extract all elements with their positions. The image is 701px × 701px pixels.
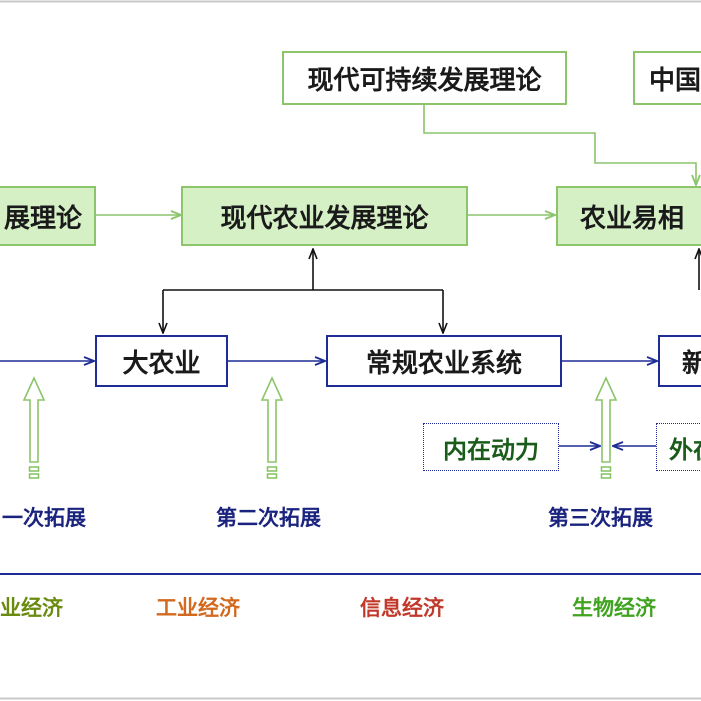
second-expansion-label: 第二次拓展 xyxy=(216,505,321,530)
china-theory-box: 中国 xyxy=(633,51,701,105)
big-agriculture-box: 大农业 xyxy=(95,335,228,387)
modern-agri-dev-theory-box: 现代农业发展理论 xyxy=(181,186,468,246)
agri-easy-theory-box: 农业易相 xyxy=(556,186,701,246)
third-expansion-label: 第三次拓展 xyxy=(548,505,653,530)
conventional-agri-system-box: 常规农业系统 xyxy=(326,335,562,387)
up-arrow-third xyxy=(594,376,618,479)
up-arrow-second xyxy=(260,376,284,479)
new-system-box: 新 xyxy=(658,335,701,387)
biological-economy-label: 生物经济 xyxy=(572,595,656,620)
first-expansion-label: 一次拓展 xyxy=(2,505,86,530)
development-theory-box: 展理论 xyxy=(0,186,96,246)
external-force-box: 外在 xyxy=(656,423,701,471)
up-arrow-first xyxy=(22,376,46,479)
information-economy-label: 信息经济 xyxy=(360,595,444,620)
modern-sustainable-theory-box: 现代可持续发展理论 xyxy=(282,51,567,105)
arrow-sustainable-to-easy xyxy=(423,105,696,185)
industrial-economy-label: 工业经济 xyxy=(156,595,240,620)
internal-force-box: 内在动力 xyxy=(423,423,559,471)
agriculture-economy-label: 业经济 xyxy=(0,595,63,620)
